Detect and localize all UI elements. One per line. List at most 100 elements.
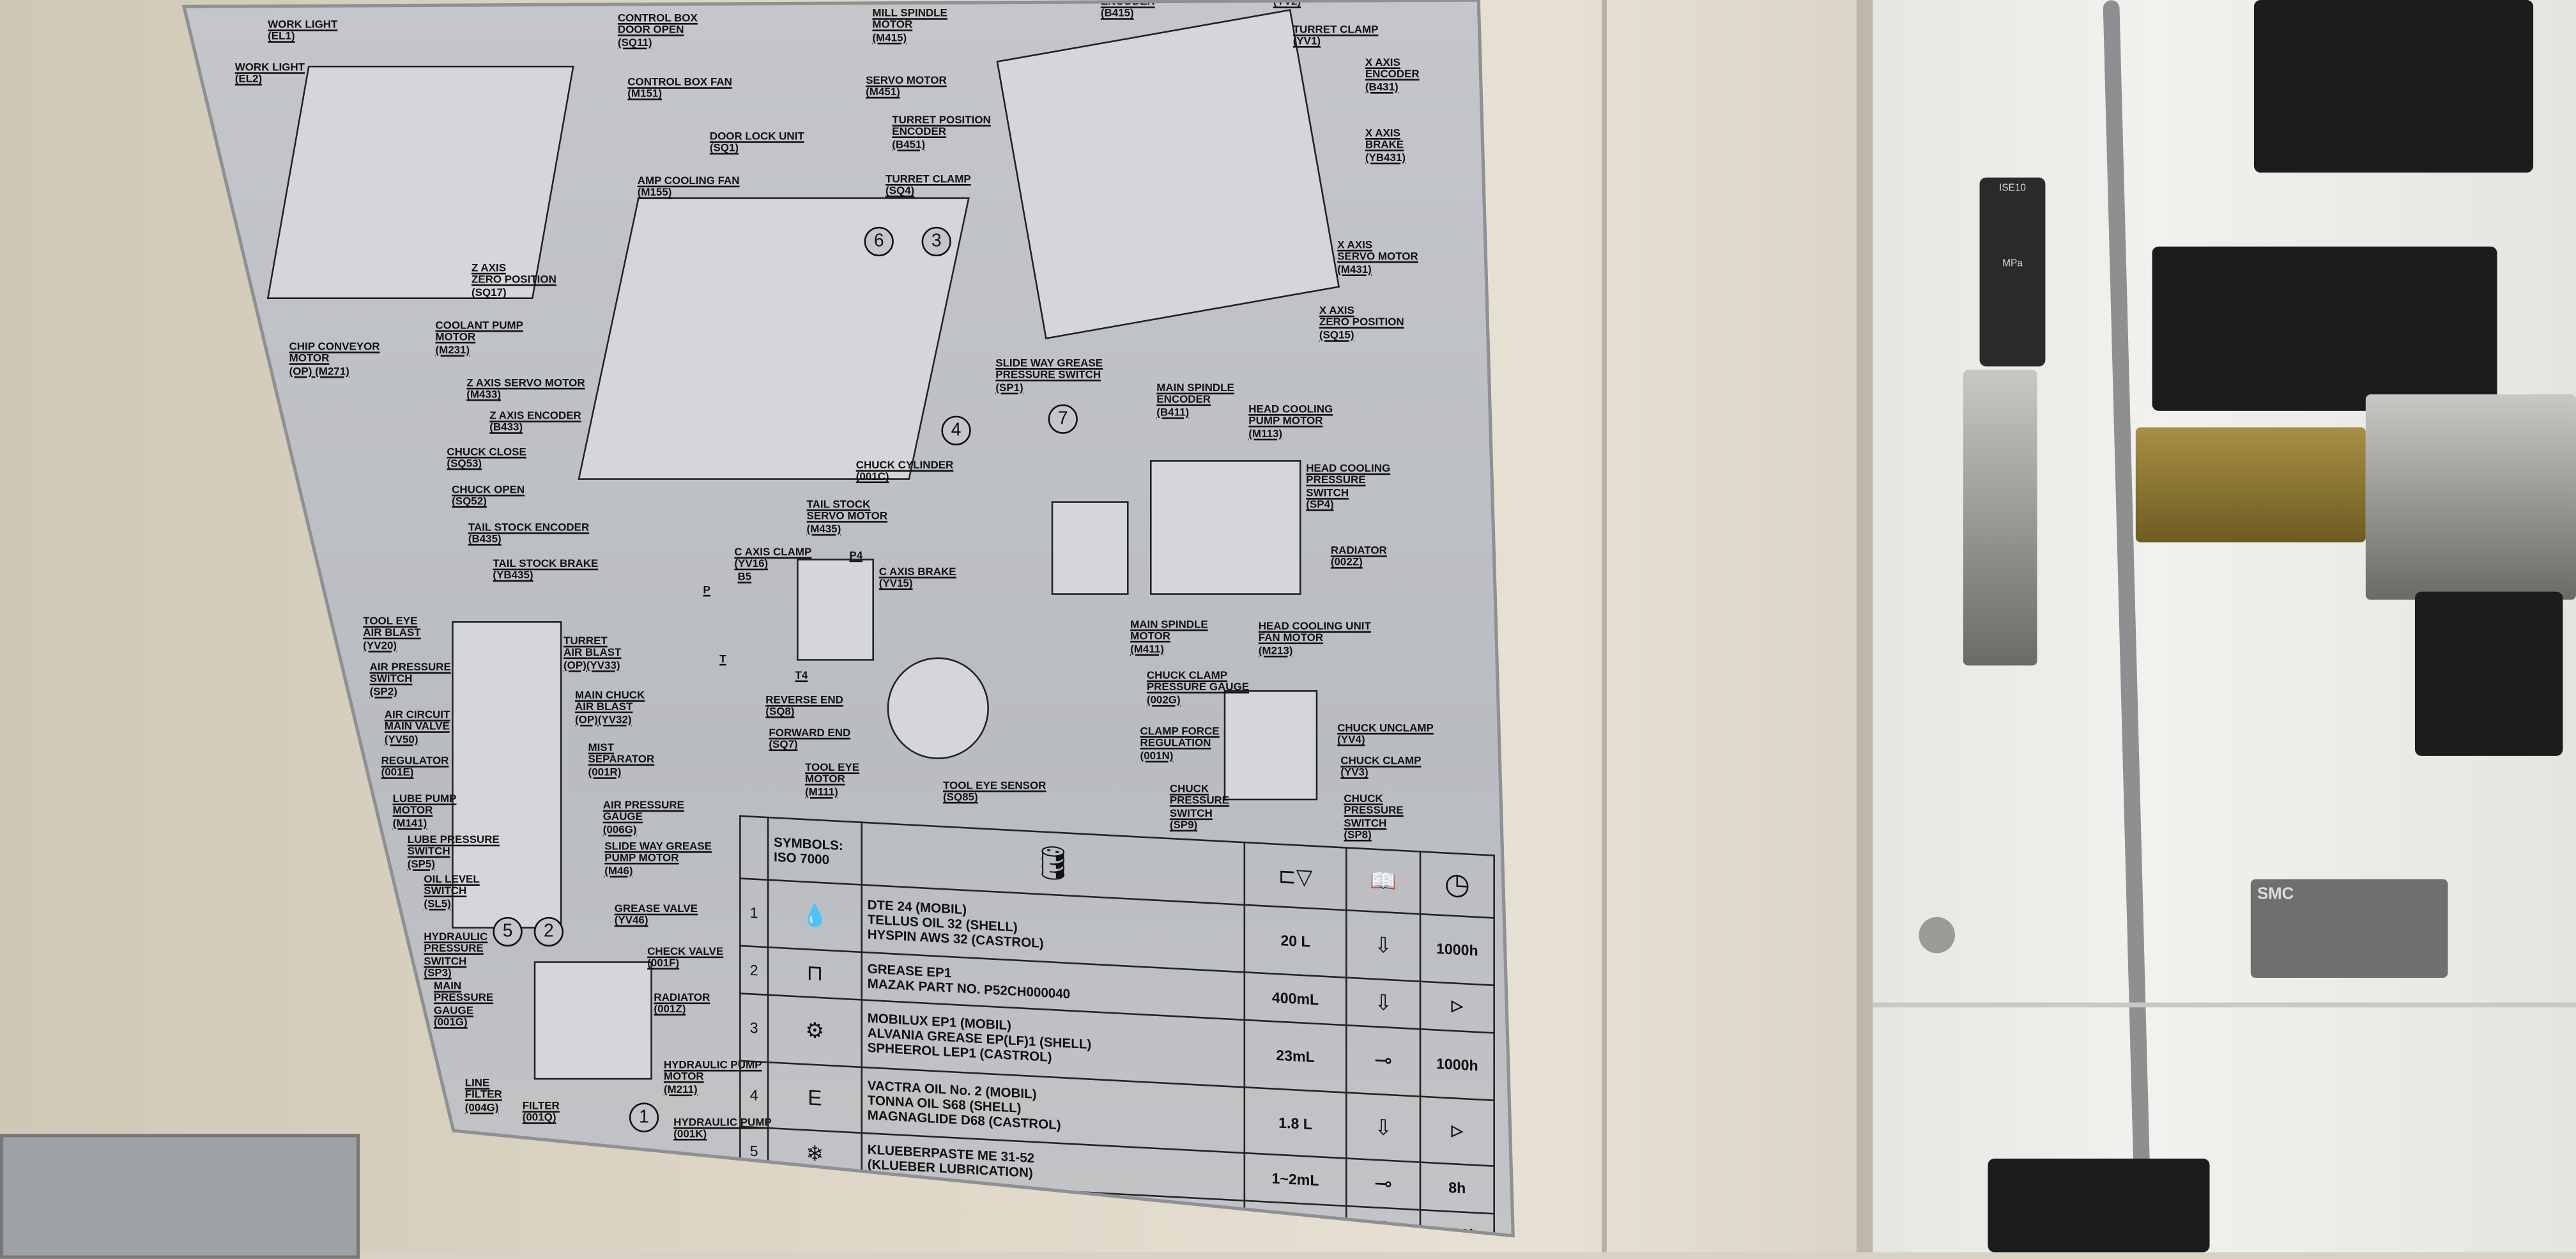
circled-number: 5 [493,916,523,947]
row-number: 4 [740,1060,769,1129]
component-label: X AXIS SERVO MOTOR (M431) [1337,240,1418,276]
visual-check-icon: ▷ [1451,1122,1463,1139]
electrical-cabinet-panel: ISE10 MPa [1873,0,2576,1253]
component-label: RADIATOR (002Z) [1330,545,1387,569]
component-label: CHIP CONVEYOR MOTOR (OP) (M271) [289,341,380,378]
lubricant-symbol-icon: E [768,1062,862,1134]
interval-value: 4000h [1436,1224,1478,1243]
pressure-switch: ISE10 MPa [1979,177,2046,367]
component-label: CHUCK CLOSE (SQ53) [447,447,526,471]
brass-valve-body [2135,427,2366,543]
component-label: AIR CIRCUIT MAIN VALVE (YV50) [384,709,450,746]
component-label: LINE FILTER (004G) [464,1077,502,1114]
clock-icon: ◷ [1420,851,1494,918]
component-label: TOOL EYE SENSOR (SQ85) [942,780,1046,805]
component-label: TAIL STOCK BRAKE (YB435) [493,559,599,583]
component-label: TOOL EYE AIR BLAST (YV20) [363,616,421,653]
service-action-icon: ⊸ [1346,1024,1420,1096]
component-label: T4 [795,670,808,683]
component-label: HYDRAULIC PRESSURE SWITCH (SP3) [424,931,488,980]
component-label: TAIL STOCK ENCODER (B435) [468,522,590,546]
pressure-switch-model: ISE10 [1998,183,2026,194]
smc-nameplate: SMC [2250,879,2448,978]
interval-value: 1000h [1436,940,1478,959]
component-label: X AXIS ENCODER (B431) [1365,57,1420,94]
component-label: P4 [849,550,863,562]
service-action-icon: ⊸ [1346,1159,1420,1210]
interval-value: 1000h [1436,1054,1478,1074]
component-label: MAIN SPINDLE MOTOR (M411) [1130,619,1208,656]
component-label: HEAD COOLING PUMP MOTOR (M113) [1248,404,1333,440]
service-action-icon: ⇩ [1346,1092,1420,1163]
component-label: AIR PRESSURE SWITCH (SP2) [369,662,451,699]
component-label: LUBE PRESSURE SWITCH (SP5) [407,835,500,871]
terminal-block [1988,1158,2210,1253]
symbols-label: SYMBOLS: ISO 7000 [768,817,862,885]
quantity: 20 L [1244,905,1347,978]
component-label: Z AXIS ENCODER (B433) [489,410,581,435]
safety-sign [0,1134,360,1259]
component-label: X AXIS BRAKE (YB431) [1365,128,1406,164]
component-label: B5 [737,571,752,583]
component-label: Z AXIS ZERO POSITION (SQ17) [471,263,556,299]
lubrication-table: SYMBOLS: ISO 7000 🛢 ⊏▽ 📖 ◷ 1 💧 DTE 24 (M… [739,815,1495,1243]
interval: ▷ [1420,1095,1494,1167]
component-label: HEAD COOLING UNIT FAN MOTOR (M213) [1258,621,1371,658]
smc-logo: SMC [2257,885,2294,904]
solenoid-valve-coil [2152,246,2497,411]
component-label: REVERSE END (SQ8) [765,695,843,719]
panel-screw [1919,916,1955,954]
component-label: CHECK VALVE (001F) [647,946,724,971]
service-action-icon: ⇩ [1346,910,1420,982]
circled-number: 6 [864,226,894,257]
component-label: TURRET AIR BLAST (OP)(YV33) [563,636,622,672]
lubricant-symbol-icon: ❄ [768,1129,862,1181]
solenoid-connector [2253,0,2534,173]
component-label: SLIDE WAY GREASE PUMP MOTOR (M46) [604,841,712,877]
component-label: FILTER (001Q) [522,1101,560,1125]
component-label: C AXIS BRAKE (YV15) [878,567,956,591]
component-label: C AXIS CLAMP (YV16) [734,547,812,571]
panel-seam [1873,1002,2576,1008]
component-label: DOOR LOCK UNIT (SQ1) [709,131,804,155]
row-number: 1 [740,878,769,948]
circled-number: 7 [1048,404,1078,434]
component-label: CHUCK PRESSURE SWITCH (SP8) [1344,793,1404,842]
component-label: (YV2) [1273,0,1301,8]
air-hose [2103,0,2152,1253]
wall-seam [1602,0,1607,1253]
component-label: TURRET CLAMP (YV1) [1292,24,1379,49]
circled-number: 1 [629,1102,659,1132]
component-label: CHUCK PRESSURE SWITCH (SP9) [1169,784,1230,832]
component-label: MAIN PRESSURE GAUGE (001G) [433,981,494,1030]
component-label: TURRET CLAMP (SQ4) [885,174,971,198]
component-label: AIR PRESSURE GAUGE (006G) [602,800,684,837]
spindle-motor-drawing [1051,501,1129,595]
component-label: HEAD COOLING PRESSURE SWITCH (SP4) [1306,463,1391,512]
component-label: CONTROL BOX FAN (M151) [627,77,732,101]
component-label: CHUCK CLAMP PRESSURE GAUGE (002G) [1146,670,1250,707]
component-label: MILL SPINDLE MOTOR (M415) [872,8,947,44]
pipe-fitting [1963,369,2037,666]
visual-check-icon: ▷ [1451,998,1463,1015]
component-label: REGULATOR (001E) [381,755,449,780]
row-number: 2 [740,946,769,994]
component-label: CHUCK CYLINDER (001C) [855,460,954,484]
row-number: 6 [740,1174,769,1219]
component-label: CLAMP FORCE REGULATION (001N) [1140,726,1220,762]
hydraulic-unit-drawing [533,961,652,1080]
component-label: MAIN CHUCK AIR BLAST (OP)(YV32) [574,690,645,727]
turret-drawing [996,9,1340,339]
component-label: Z AXIS SERVO MOTOR (M433) [466,378,585,402]
component-label: WORK LIGHT (EL1) [268,19,338,43]
circled-number: 2 [533,916,564,947]
quantity: 1.8 L [1244,1086,1347,1159]
lubricant-symbol-icon: 💧 [768,880,862,953]
component-label: CONTROL BOX DOOR OPEN (SQ11) [617,13,698,49]
component-label: TOOL EYE MOTOR (M111) [804,762,860,799]
service-action-icon: ⇩ [1346,977,1420,1029]
service-action-icon: ⇩ [1346,1206,1420,1236]
wall-seam [1856,0,1873,1253]
manual-icon: 📖 [1346,847,1420,915]
component-label: CHUCK UNCLAMP (YV4) [1337,723,1434,747]
